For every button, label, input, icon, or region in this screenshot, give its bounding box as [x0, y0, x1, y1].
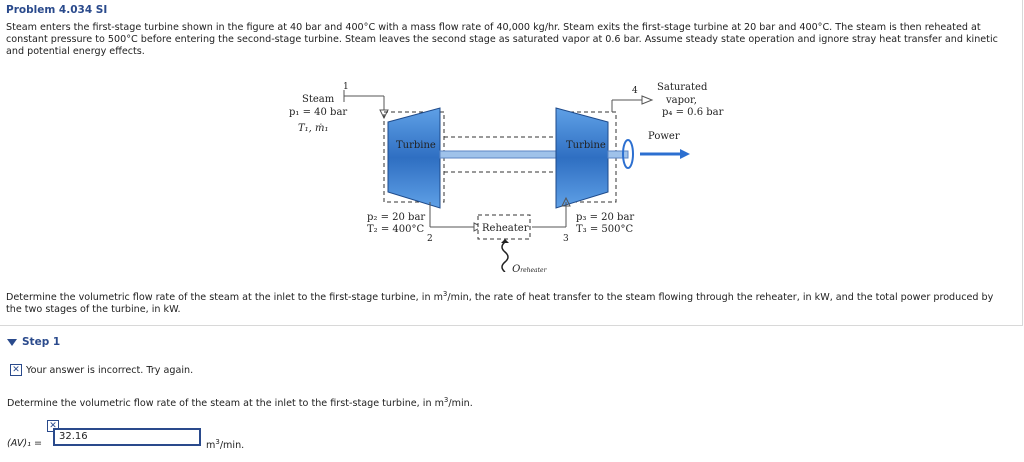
state-1-label: 1: [343, 82, 349, 92]
p3-label: p₃ = 20 bar: [576, 212, 634, 223]
problem-title: Problem 4.034 SI: [6, 4, 108, 16]
problem-question: Determine the volumetric flow rate of th…: [6, 290, 994, 316]
answer-input[interactable]: 32.16: [53, 428, 201, 446]
state-2-label: 2: [427, 234, 433, 244]
steam-label: Steam: [302, 94, 335, 105]
t2-label: T₂ = 400°C: [367, 224, 425, 235]
inlet-pipe: [343, 90, 389, 120]
reheater-box: [477, 214, 531, 240]
q-reheater-label: Qreheater: [512, 264, 548, 272]
problem-statement: Steam enters the first-stage turbine sho…: [6, 22, 998, 58]
saturated-label: Saturated: [657, 82, 708, 93]
collapse-triangle-icon: [7, 338, 17, 346]
exit-pipe: [611, 95, 654, 112]
state-4-label: 4: [632, 86, 638, 96]
vapor-label: vapor,: [665, 95, 697, 106]
incorrect-feedback: ✕Your answer is incorrect. Try again.: [10, 364, 193, 376]
p2-label: p₂ = 20 bar: [367, 212, 425, 223]
turbine-2-label: Turbine: [566, 140, 606, 151]
shaft: [439, 150, 557, 159]
incorrect-x-icon: ✕: [10, 364, 22, 376]
t1-label: T₁, ṁ₁: [298, 123, 329, 134]
p4-label: p₄ = 0.6 bar: [662, 107, 724, 118]
state-3-label: 3: [563, 234, 569, 244]
problem-panel: Problem 4.034 SI Steam enters the first-…: [0, 0, 1023, 326]
answer-variable-label: (AV)₁ =: [7, 438, 43, 449]
step-prompt: Determine the volumetric flow rate of th…: [7, 396, 473, 410]
power-label: Power: [648, 131, 680, 142]
answer-unit: m3/min.: [206, 438, 245, 452]
step-1-toggle[interactable]: Step 1: [7, 336, 60, 348]
t3-label: T₃ = 500°C: [576, 224, 634, 235]
reheater-label: Reheater: [482, 223, 529, 234]
power-output: [607, 139, 690, 169]
p1-label: p₁ = 40 bar: [289, 107, 347, 118]
turbine-1: Turbine: [387, 107, 441, 209]
heat-input-arrow: [501, 239, 509, 272]
turbine-2: Turbine: [555, 107, 609, 209]
turbine-diagram: Steam p₁ = 40 bar T₁, ṁ₁ 1 Turbine Turbi…: [289, 82, 724, 272]
turbine-1-label: Turbine: [396, 140, 436, 151]
